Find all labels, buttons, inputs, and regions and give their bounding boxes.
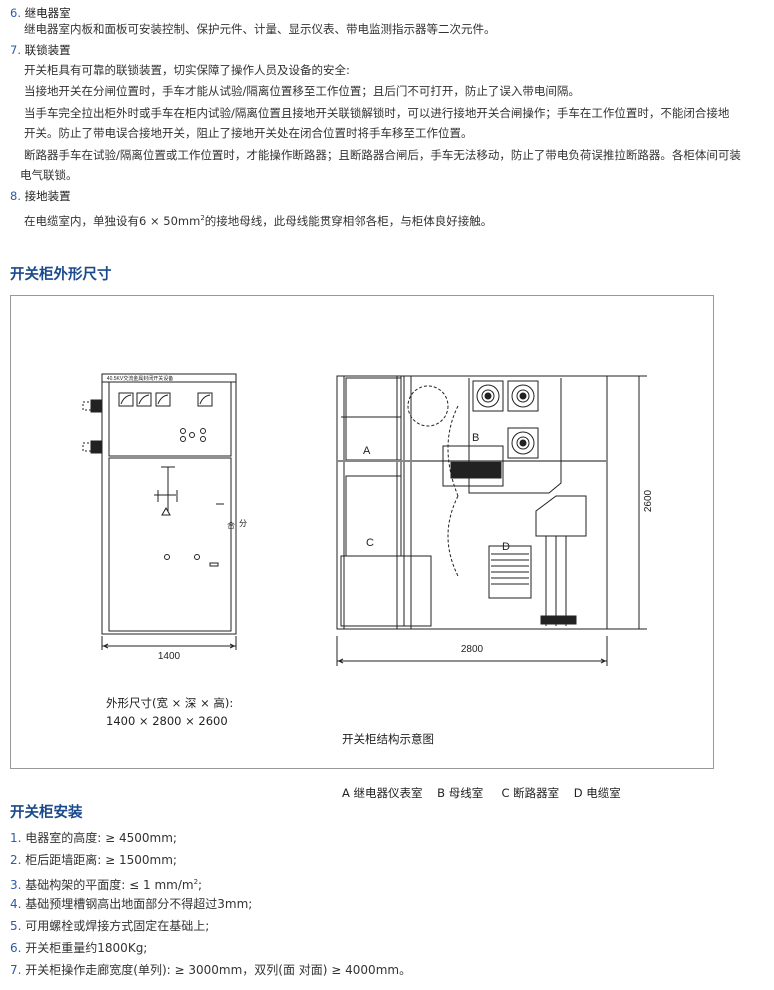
item-number: 3. [10, 878, 22, 892]
open-label: 分 [239, 519, 247, 528]
text: 的接地母线，此母线能贯穿相邻各柜，与柜体良好接触。 [204, 213, 493, 228]
paragraph: 断路器手车在试验/隔离位置或工作位置时，才能操作断路器；且断路器合闸后，手车无法… [24, 148, 741, 162]
item-number: 7. [10, 963, 22, 977]
item-text: 电器室的高度: ≥ 4500mm; [25, 831, 177, 845]
nameplate-text: 40.5KV交流金属封闭开关设备 [107, 375, 173, 382]
paragraph: 当接地开关在分闸位置时，手车才能从试验/隔离位置移至工作位置；且后门不可打开，防… [24, 84, 580, 98]
paragraph: 开关。防止了带电误合接地开关，阻止了接地开关处在闭合位置时将手车移至工作位置。 [24, 126, 473, 140]
list-item: 5. 可用螺栓或焊接方式固定在基础上; [10, 918, 209, 934]
dimensions-figure: 40.5KV交流金属封闭开关设备 1400 合 分 2800 2600 A B … [10, 295, 714, 800]
text: 在电缆室内，单独设有6 × 50mm [24, 213, 201, 228]
item-text: 开关柜重量约1800Kg; [25, 941, 148, 955]
caption-structure: 开关柜结构示意图 A 继电器仪表室 B 母线室 C 断路器室 D 电缆室 [342, 694, 621, 838]
list-item: 7. 开关柜操作走廊宽度(单列): ≥ 3000mm，双列(面 对面) ≥ 40… [10, 962, 411, 978]
paragraph: 当手车完全拉出柜外时或手车在柜内试验/隔离位置且接地开关联锁解锁时，可以进行接地… [24, 106, 730, 120]
paragraph: 在电缆室内，单独设有6 × 50mm2的接地母线，此母线能贯穿相邻各柜，与柜体良… [24, 210, 492, 229]
superscript: 2 [200, 214, 205, 222]
cabinet-drawings: 40.5KV交流金属封闭开关设备 1400 合 分 2800 2600 A B … [82, 373, 654, 666]
item-text: 开关柜操作走廊宽度(单列): ≥ 3000mm，双列(面 对面) ≥ 4000m… [25, 963, 412, 977]
list-item: 6. 开关柜重量约1800Kg; [10, 940, 147, 956]
item-number: 2. [10, 853, 22, 867]
list-item: 4. 基础预埋槽钢高出地面部分不得超过3mm; [10, 896, 252, 912]
caption-value: 1400 × 2800 × 2600 [106, 714, 228, 728]
item-number: 5. [10, 919, 22, 933]
item-number: 8. [10, 189, 21, 203]
compartment-c-label: C [366, 537, 374, 549]
paragraph: 继电器室内板和面板可安装控制、保护元件、计量、显示仪表、带电监测指示器等二次元件… [24, 22, 496, 36]
compartment-d-label: D [502, 541, 510, 553]
side-view-drawing [336, 375, 647, 666]
side-width-label: 2800 [461, 644, 484, 655]
item-number: 4. [10, 897, 22, 911]
close-label: 合 [227, 520, 235, 530]
item-text: 可用螺栓或焊接方式固定在基础上; [25, 919, 210, 933]
item-number: 1. [10, 831, 22, 845]
list-item: 3. 基础构架的平面度: ≤ 1 mm/m2; [10, 874, 202, 893]
paragraph: 开关柜具有可靠的联锁装置，切实保障了操作人员及设备的安全: [24, 63, 350, 77]
item-title: 继电器室 [24, 6, 71, 20]
list-item: 1. 电器室的高度: ≥ 4500mm; [10, 830, 177, 846]
side-height-label: 2600 [643, 489, 654, 512]
caption-label: 外形尺寸(宽 × 深 × 高): [106, 696, 234, 710]
compartment-b-label: B [472, 432, 479, 444]
front-width-label: 1400 [158, 651, 181, 662]
item-text: 柜后距墙距离: ≥ 1500mm; [25, 853, 177, 867]
item-text: 基础构架的平面度: ≤ 1 mm/m [25, 878, 194, 892]
section-title-dimensions: 开关柜外形尺寸 [10, 267, 112, 283]
compartment-a-label: A [363, 445, 371, 457]
caption-label: 开关柜结构示意图 [342, 732, 434, 746]
paragraph: 电气联锁。 [20, 168, 78, 182]
item-number: 6. [10, 941, 22, 955]
item-text: ; [198, 878, 203, 892]
caption-legend: A 继电器仪表室 B 母线室 C 断路器室 D 电缆室 [342, 786, 621, 800]
front-view-drawing [82, 373, 237, 650]
caption-dimensions: 外形尺寸(宽 × 深 × 高): 1400 × 2800 × 2600 [106, 694, 233, 730]
section-title-installation: 开关柜安装 [10, 805, 83, 821]
item-number: 7. [10, 43, 21, 57]
item-number: 6. [10, 6, 21, 20]
superscript: 2 [193, 878, 199, 886]
item-text: 基础预埋槽钢高出地面部分不得超过3mm; [25, 897, 253, 911]
list-item: 2. 柜后距墙距离: ≥ 1500mm; [10, 852, 177, 868]
item-title: 接地装置 [24, 189, 71, 203]
item-title: 联锁装置 [24, 43, 71, 57]
